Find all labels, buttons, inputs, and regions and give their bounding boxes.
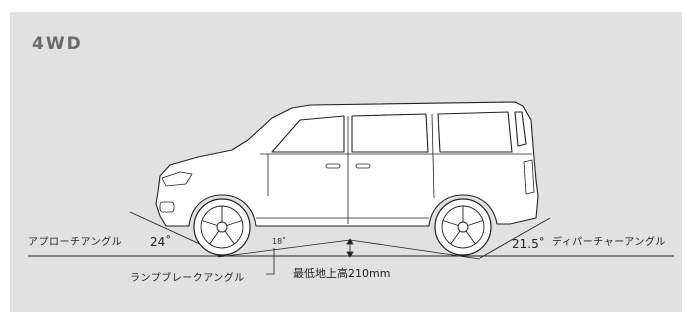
ground-clearance-label: 最低地上高210mm [293,267,391,280]
front-wheel [193,198,251,256]
departure-angle-value: 21.5˚ [512,237,545,251]
breakover-leader-line [266,248,275,275]
approach-angle-label: アプローチアングル [28,237,123,248]
breakover-angle-value: 18˚ [272,237,287,246]
departure-angle-line [479,217,551,259]
vehicle-angle-diagram [28,101,674,275]
minivan-silhouette [155,101,539,227]
departure-angle-label: ディパーチャーアングル [552,237,666,248]
breakover-angle-label: ランプブレークアングル [130,273,245,284]
page-title: 4WD [32,34,83,54]
breakover-line-rear [349,239,481,260]
rear-wheel [434,198,492,256]
ground-clearance-arrow [346,238,354,258]
diagram-panel: 4WD [10,12,682,312]
approach-angle-value: 24˚ [150,235,172,249]
breakover-line-front [217,239,351,258]
